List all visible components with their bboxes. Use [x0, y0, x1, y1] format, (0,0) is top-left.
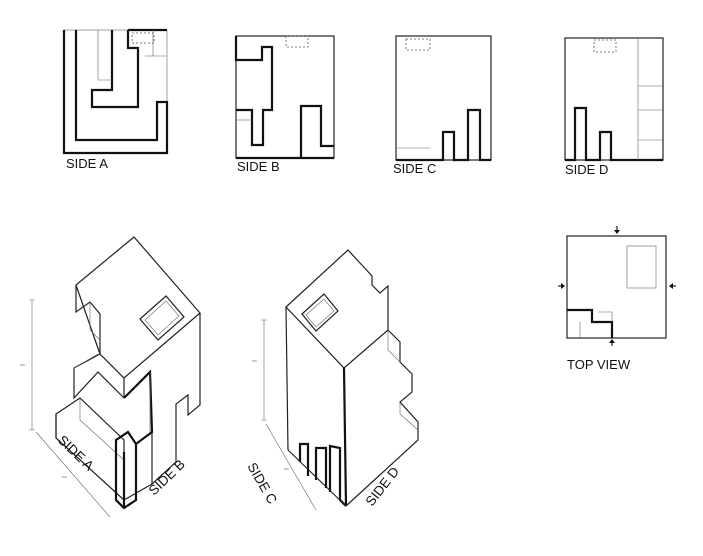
isometric-view-c-d: 5m 3m [252, 249, 419, 511]
side-c-label: SIDE C [393, 161, 436, 176]
top-view-label: TOP VIEW [567, 357, 631, 372]
isometric-view-a-b: 3m 5m [20, 236, 201, 518]
top-view-plan [558, 226, 676, 346]
side-d-label: SIDE D [565, 162, 608, 177]
side-b-label: SIDE B [237, 159, 280, 174]
svg-text:3m: 3m [20, 363, 25, 367]
iso-side-c-label: SIDE C [244, 460, 280, 507]
elevation-side-b [234, 35, 335, 160]
elevation-side-c [395, 35, 492, 162]
elevation-side-d [564, 37, 664, 162]
iso-side-a-label: SIDE A [55, 432, 97, 473]
svg-text:3m: 3m [284, 467, 289, 471]
iso-side-d-label: SIDE D [363, 464, 403, 509]
svg-text:5m: 5m [62, 475, 67, 479]
side-a-label: SIDE A [66, 156, 108, 171]
elevation-side-a [62, 28, 169, 155]
svg-text:5m: 5m [252, 359, 257, 363]
